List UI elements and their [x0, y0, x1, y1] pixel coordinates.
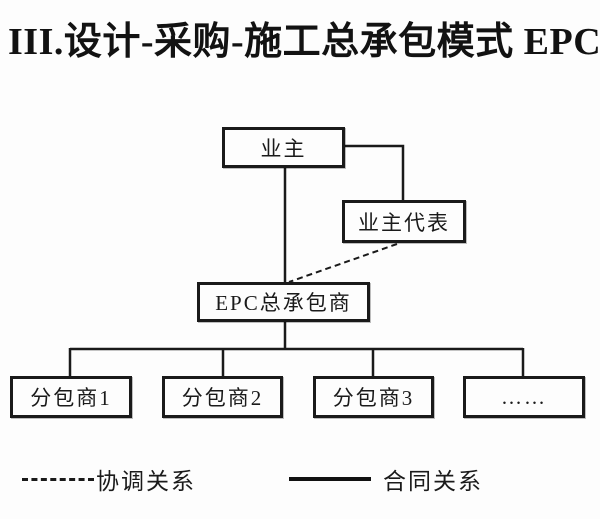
- legend-contract-label: 合同关系: [383, 469, 483, 494]
- node-subcontractor-3-label: 分包商3: [332, 386, 415, 410]
- connector-owner-to-rep: [345, 144, 405, 201]
- node-subcontractor-1: 分包商1: [10, 376, 132, 418]
- node-subcontractor-more-label: ……: [501, 384, 547, 409]
- node-subcontractor-3: 分包商3: [313, 376, 434, 418]
- node-owner-representative-label: 业主代表: [358, 210, 450, 235]
- node-owner-label: 业主: [260, 136, 307, 161]
- page-title: III.设计-采购-施工总承包模式 EPC: [8, 21, 600, 63]
- legend-coordination-label: 协调关系: [96, 469, 196, 494]
- node-owner: 业主: [222, 127, 345, 168]
- node-epc-contractor-label: EPC总承包商: [215, 291, 352, 315]
- connector-rep-to-epc-dashed: [288, 243, 398, 283]
- node-subcontractor-2-label: 分包商2: [181, 386, 264, 410]
- node-owner-representative: 业主代表: [342, 200, 466, 243]
- node-subcontractor-more: ……: [463, 376, 585, 418]
- node-epc-contractor: EPC总承包商: [197, 282, 370, 322]
- legend-coordination: 协调关系: [22, 462, 196, 496]
- node-subcontractor-2: 分包商2: [162, 376, 283, 418]
- solid-line-sample: [289, 477, 371, 481]
- legend-contract: 合同关系: [289, 462, 483, 496]
- node-subcontractor-1-label: 分包商1: [30, 386, 112, 410]
- dashed-line-sample: [22, 477, 94, 481]
